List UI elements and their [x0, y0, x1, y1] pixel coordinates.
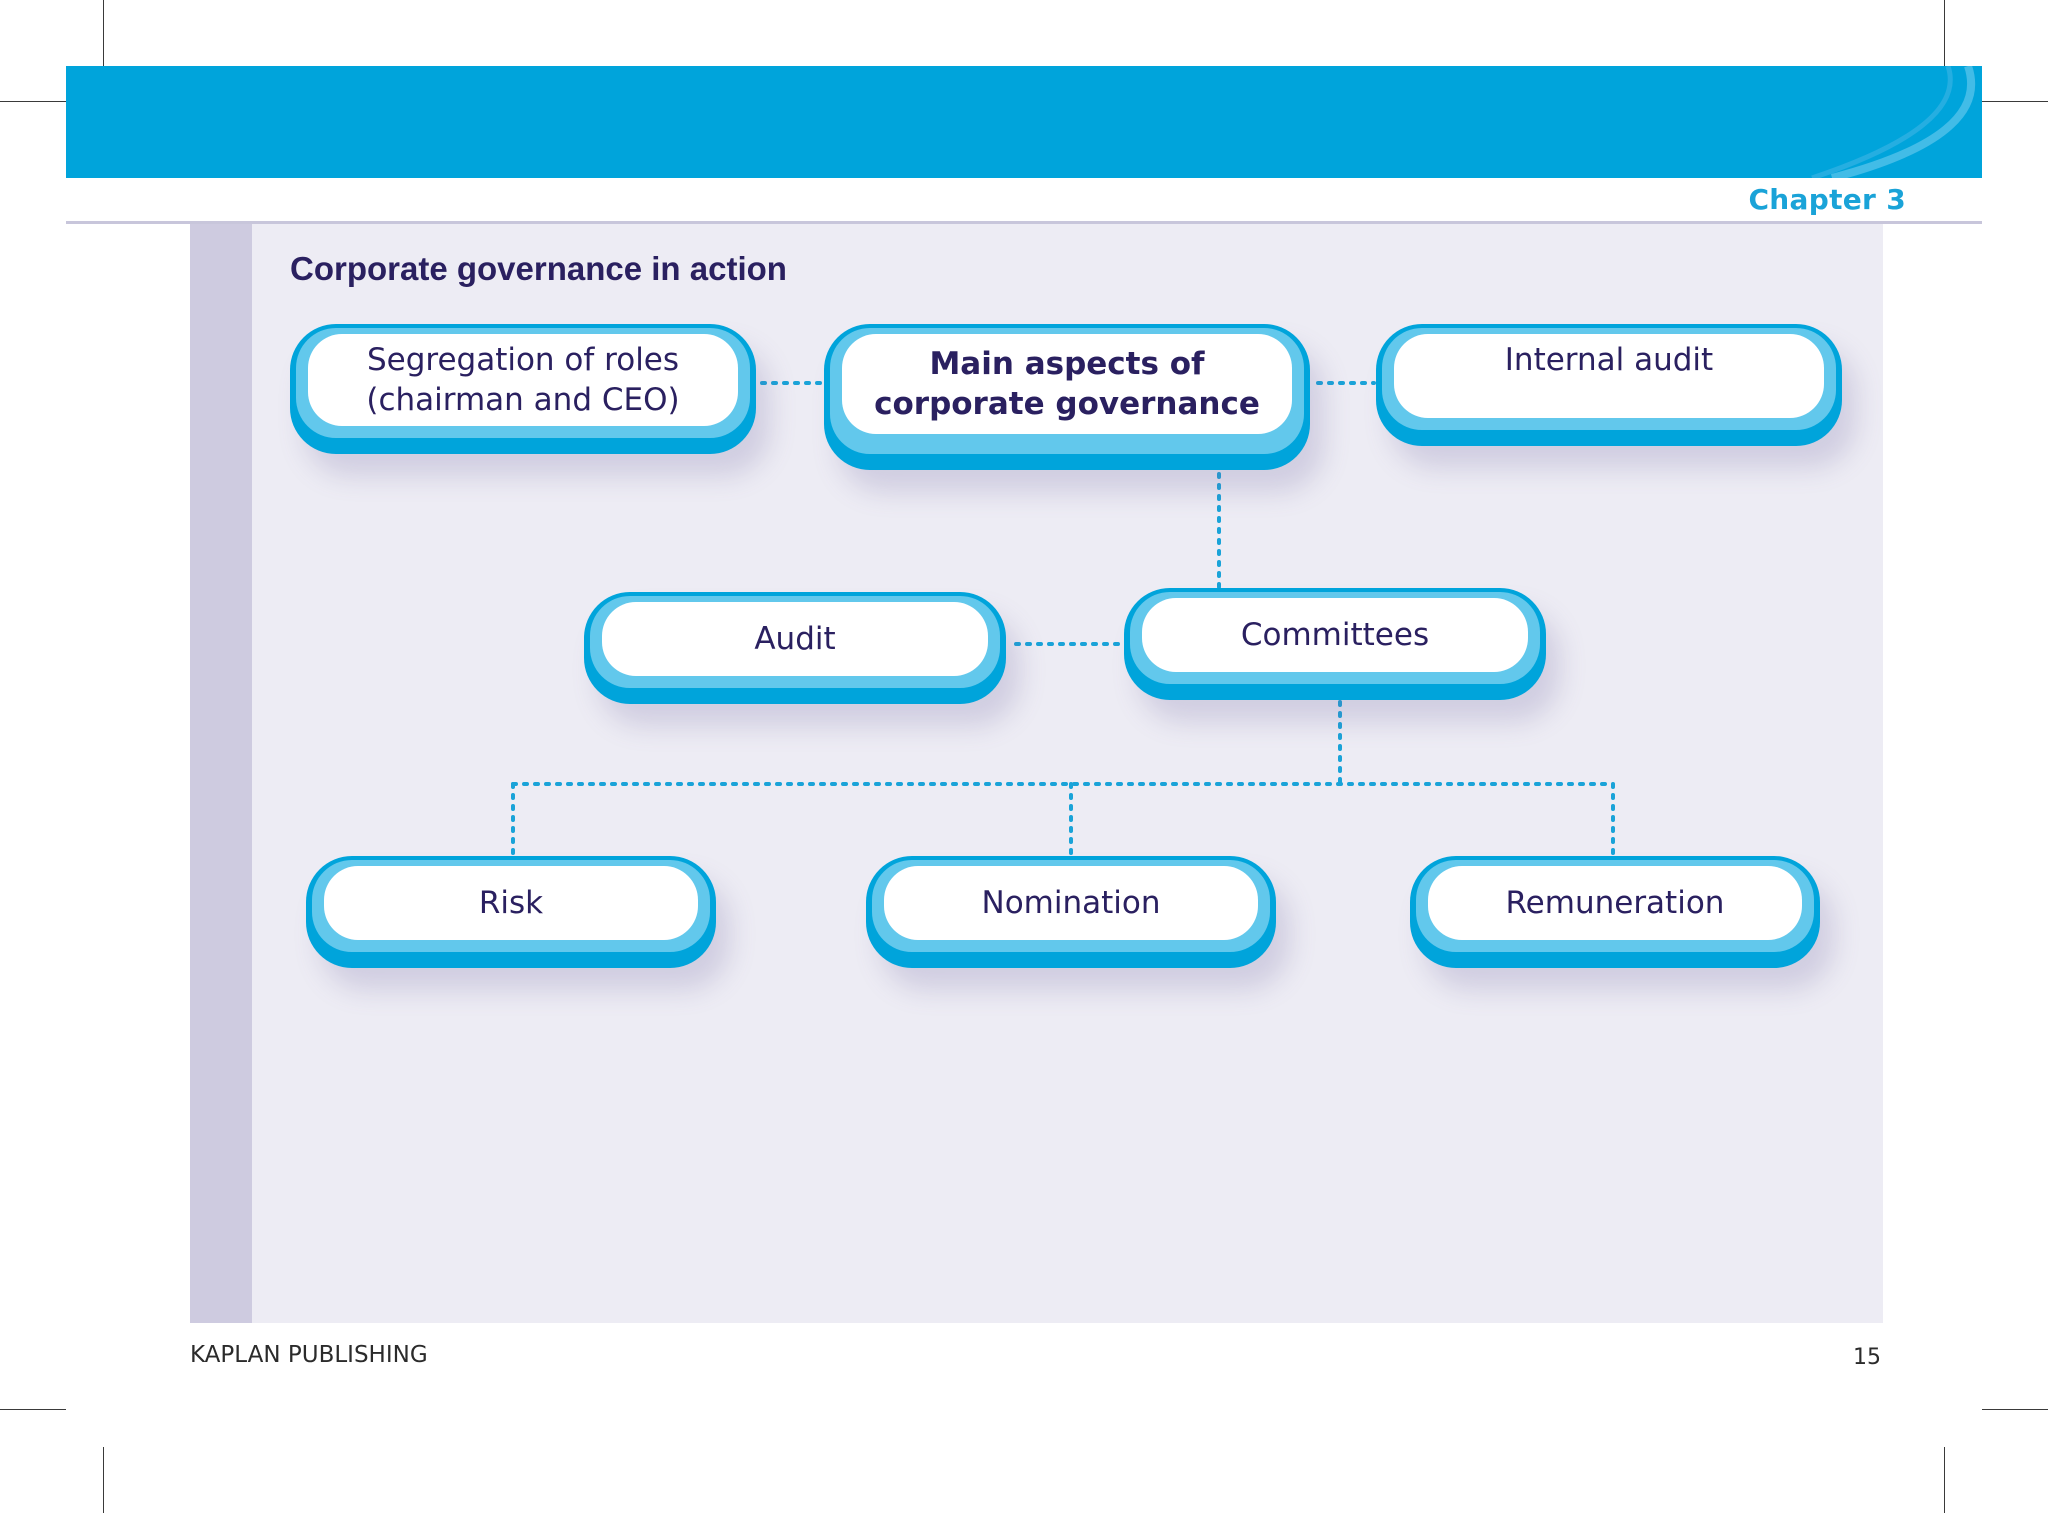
- crop-mark: [103, 0, 104, 66]
- header-band: [66, 66, 1982, 178]
- node-audit: Audit: [584, 592, 1006, 704]
- node-label: Risk: [478, 885, 544, 921]
- node-risk: Risk: [306, 856, 716, 968]
- node-main-aspects: Main aspects of corporate governance: [824, 324, 1310, 470]
- crop-mark: [1982, 101, 2048, 102]
- node-label: Main aspects of corporate governance: [874, 346, 1260, 422]
- node-nomination: Nomination: [866, 856, 1276, 968]
- node-committees: Committees: [1124, 588, 1546, 700]
- chapter-label: Chapter 3: [1748, 183, 1906, 216]
- node-segregation-of-roles: Segregation of roles (chairman and CEO): [290, 324, 756, 454]
- crop-mark: [1944, 1447, 1945, 1513]
- node-label: Remuneration: [1505, 885, 1725, 921]
- node-internal-audit: Internal audit: [1376, 324, 1842, 446]
- crop-mark: [0, 101, 66, 102]
- node-label: Audit: [754, 621, 836, 657]
- header-rule: [66, 221, 1982, 224]
- node-remuneration: Remuneration: [1410, 856, 1820, 968]
- node-label: Segregation of roles (chairman and CEO): [366, 342, 680, 418]
- crop-mark: [1944, 0, 1945, 66]
- crop-mark: [103, 1447, 104, 1513]
- node-label: Internal audit: [1504, 342, 1714, 378]
- crop-mark: [1982, 1409, 2048, 1410]
- header-swoosh: [1811, 66, 1976, 178]
- node-label: Nomination: [981, 885, 1161, 921]
- footer-publisher: KAPLAN PUBLISHING: [190, 1342, 428, 1368]
- crop-mark: [0, 1409, 66, 1410]
- panel-side-bar: [190, 224, 252, 1323]
- page-number: 15: [1853, 1345, 1881, 1370]
- node-label: Committees: [1240, 617, 1430, 653]
- diagram-title: Corporate governance in action: [290, 250, 787, 287]
